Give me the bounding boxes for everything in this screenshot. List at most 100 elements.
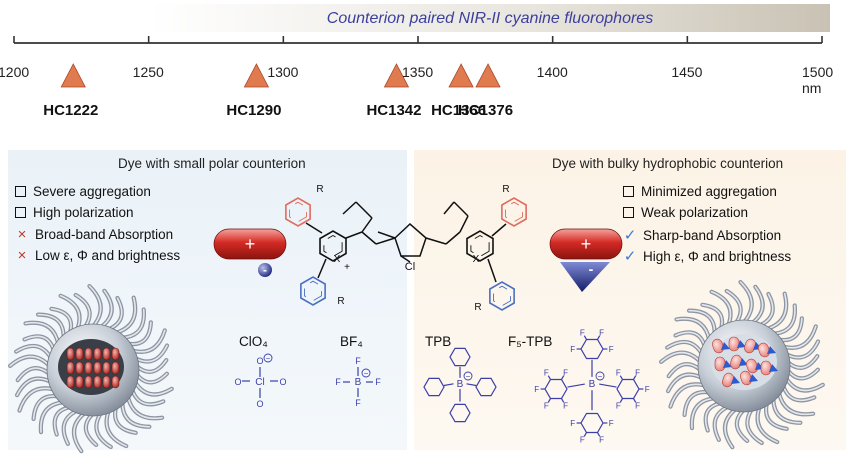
phenyl-ring: [449, 403, 471, 423]
polymer-strand-highlight: [53, 406, 71, 436]
heteroatom-x-label: X: [473, 254, 480, 265]
ion-bond: [547, 375, 552, 380]
ion-bond: [632, 375, 637, 380]
polymer-strand-highlight: [108, 297, 123, 330]
left-panel-title: Dye with small polar counterion: [118, 156, 306, 171]
fluorine-atom: F: [544, 402, 549, 411]
bond: [443, 201, 455, 215]
ion-bond: [567, 383, 585, 388]
polymer-strand-highlight: [666, 341, 703, 355]
ion-label-tpb: TPB: [425, 334, 452, 349]
anion-minus-sign: -: [589, 261, 594, 277]
aryl-ring-red-inner: [289, 201, 307, 223]
anion-charge-circle: [361, 368, 371, 378]
cation-plus-sign: +: [245, 234, 256, 254]
property-item: ×Low ε, Φ and brightness: [15, 247, 181, 264]
fluorine-atom: F: [645, 385, 650, 394]
aryl-ring-red: [285, 197, 311, 227]
fluorine-atom: F: [563, 368, 568, 377]
property-text: High polarization: [33, 205, 134, 220]
ion-bond: [583, 432, 588, 437]
dye-marker-triangle: [60, 63, 86, 88]
aggregated-dye-capsule: [93, 347, 102, 361]
polymer-strand-highlight: [23, 335, 55, 351]
clo4-oxygen: O: [279, 377, 286, 387]
polymer-strand-highlight: [751, 286, 764, 324]
fluorine-atom: F: [534, 385, 539, 394]
aggregated-dye-capsule: [75, 347, 84, 361]
dye-label: HC1342: [366, 102, 422, 119]
polymer-strand-highlight: [660, 351, 702, 363]
aryl-ring-blue-inner: [493, 285, 511, 307]
polymer-strand-highlight: [40, 401, 64, 433]
polymer-strand-highlight: [115, 296, 136, 334]
property-text: Weak polarization: [641, 205, 749, 220]
axis-tick-label: 1300: [267, 64, 299, 80]
phenyl-ring: [544, 378, 568, 400]
aggregated-dye-capsule: [102, 375, 111, 389]
fluorine-atom: F: [635, 368, 640, 377]
polymer-strand-highlight: [736, 409, 748, 442]
polymer-strand: [38, 400, 66, 435]
counterion-triangle: [721, 342, 730, 350]
ion-bond: [619, 375, 624, 380]
aggregated-dye-capsule: [84, 375, 93, 389]
polymer-strand-highlight: [765, 402, 788, 430]
fluorine-atom: F: [599, 328, 604, 337]
clo4-oxygen: O: [256, 356, 263, 366]
polymer-strand-highlight: [24, 321, 59, 345]
aryl-ring-blue: [300, 276, 326, 306]
aryl-ring-blue-inner: [304, 280, 322, 302]
bf4-fluorine: F: [355, 398, 361, 408]
aggregated-dye-capsule: [102, 347, 111, 361]
counterion-triangle: [749, 374, 758, 382]
aggregated-dye-capsule: [66, 375, 75, 389]
ion-label-clo4: ClO₄: [239, 334, 268, 349]
polymer-strand-highlight: [782, 385, 816, 402]
bf4-fluorine: F: [355, 356, 361, 366]
counterion-triangle: [731, 376, 740, 384]
bulky-anion-wedge: [560, 262, 610, 292]
polymer-strand-highlight: [122, 308, 145, 339]
bond: [361, 231, 377, 245]
phenyl-ring: [616, 378, 640, 400]
polymer-strand-highlight: [773, 304, 796, 335]
polymer-strand-highlight: [50, 307, 72, 334]
polymer-strand-highlight: [135, 372, 168, 384]
polymer-strand-highlight: [782, 325, 817, 349]
property-marker: [623, 207, 634, 218]
phenyl-ring: [580, 338, 604, 360]
cation-plus-sign: +: [581, 234, 592, 254]
dispersed-dye-capsule: [728, 336, 740, 352]
bf4-fluorine: F: [335, 377, 341, 387]
phenyl-ring: [423, 377, 445, 397]
bond: [459, 215, 469, 233]
property-item: ✓Sharp-band Absorption: [623, 226, 781, 244]
polymer-strand-highlight: [669, 383, 706, 408]
polymer-strand-highlight: [127, 321, 152, 345]
bond: [453, 201, 469, 217]
polymer-strand-highlight: [136, 359, 168, 373]
property-item: ✓ High ε, Φ and brightness: [623, 247, 791, 265]
dye-marker-triangle: [243, 63, 270, 88]
pyrylium-ring-right: [466, 230, 494, 262]
counterion-triangle: [767, 346, 776, 354]
figure-title: Counterion paired NIR-II cyanine fluorop…: [326, 10, 654, 27]
left-nanoparticle: [8, 283, 174, 454]
polymer-strand-highlight: [710, 290, 732, 326]
anion-charge-sign: −: [466, 372, 471, 381]
property-item: High polarization: [15, 205, 134, 220]
property-marker: ✓: [623, 248, 637, 265]
polymer-strand-highlight: [778, 391, 814, 416]
small-anion-ball: [258, 263, 272, 277]
property-item: Severe aggregation: [15, 184, 151, 199]
right-panel-title: Dye with bulky hydrophobic counterion: [552, 156, 784, 171]
polymer-strand-highlight: [127, 395, 163, 420]
polymer-strand-highlight: [134, 344, 168, 363]
dispersed-dye-capsule: [760, 360, 772, 376]
polymer-strand-highlight: [88, 285, 102, 327]
ion-bond: [619, 398, 624, 403]
property-text: High ε, Φ and brightness: [643, 249, 792, 264]
ion-label-f5tpb: F₅-TPB: [508, 334, 553, 349]
ion-bond: [596, 432, 601, 437]
